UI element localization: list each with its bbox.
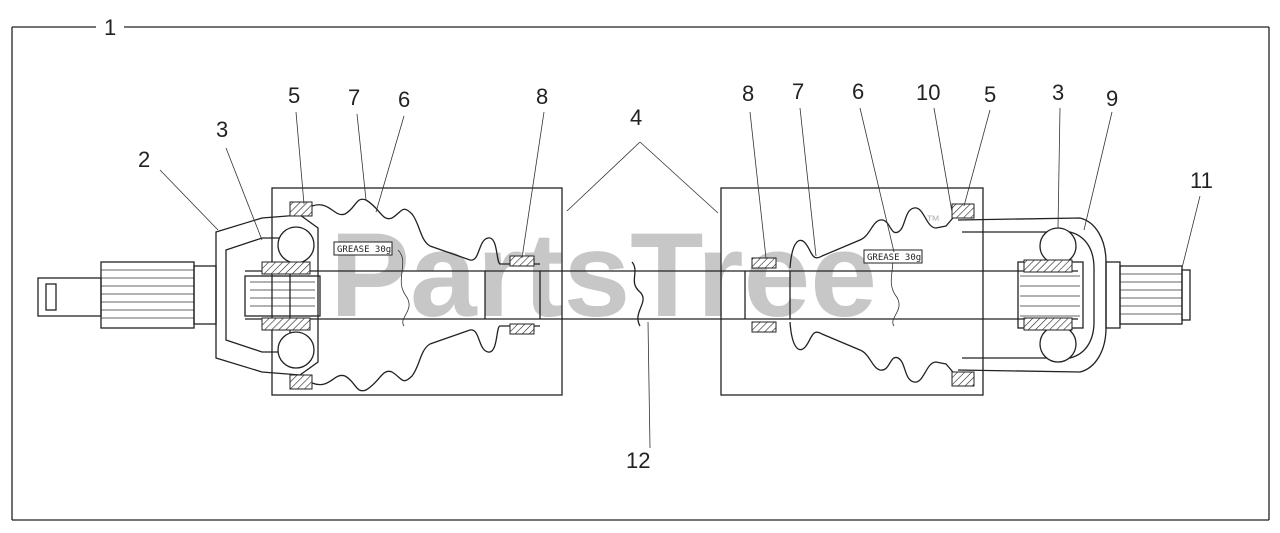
callout-6-left: 6 — [398, 87, 410, 112]
callout-4: 4 — [630, 105, 642, 130]
right-boot: GREASE 30g — [751, 203, 975, 387]
callout-7-right: 7 — [792, 79, 804, 104]
left-grease-label: GREASE 30g — [337, 245, 391, 255]
left-detail-box — [271, 187, 563, 396]
callout-11: 11 — [1190, 168, 1213, 193]
axle-shaft — [245, 261, 1078, 327]
callout-5-left: 5 — [288, 83, 300, 108]
callout-8-right: 8 — [742, 81, 754, 106]
watermark: PartsTree ™ — [330, 208, 940, 342]
callout-5-right: 5 — [984, 82, 996, 107]
callout-1: 1 — [104, 15, 116, 40]
right-detail-box — [720, 187, 984, 396]
callout-3-right: 3 — [1052, 80, 1064, 105]
left-stub-shaft — [37, 261, 217, 329]
callouts: 1 2 3 5 7 6 8 4 8 7 6 10 5 3 9 11 12 — [104, 15, 1213, 473]
callout-3-left: 3 — [216, 117, 228, 142]
callout-8-left: 8 — [536, 84, 548, 109]
outer-frame — [11, 26, 1270, 521]
left-outer-race — [215, 201, 321, 390]
callout-6-right: 6 — [852, 79, 864, 104]
leader-lines — [159, 107, 1201, 449]
right-joint-housing — [957, 217, 1107, 373]
callout-7-left: 7 — [348, 85, 360, 110]
right-stub-shaft — [1105, 261, 1191, 329]
right-grease-label: GREASE 30g — [867, 253, 921, 263]
watermark-text: PartsTree — [330, 208, 877, 342]
left-boot: GREASE 30g — [311, 198, 540, 392]
callout-10: 10 — [916, 80, 940, 105]
watermark-tm: ™ — [926, 212, 940, 228]
callout-2: 2 — [138, 147, 150, 172]
callout-12: 12 — [626, 448, 650, 473]
callout-9: 9 — [1106, 86, 1118, 111]
